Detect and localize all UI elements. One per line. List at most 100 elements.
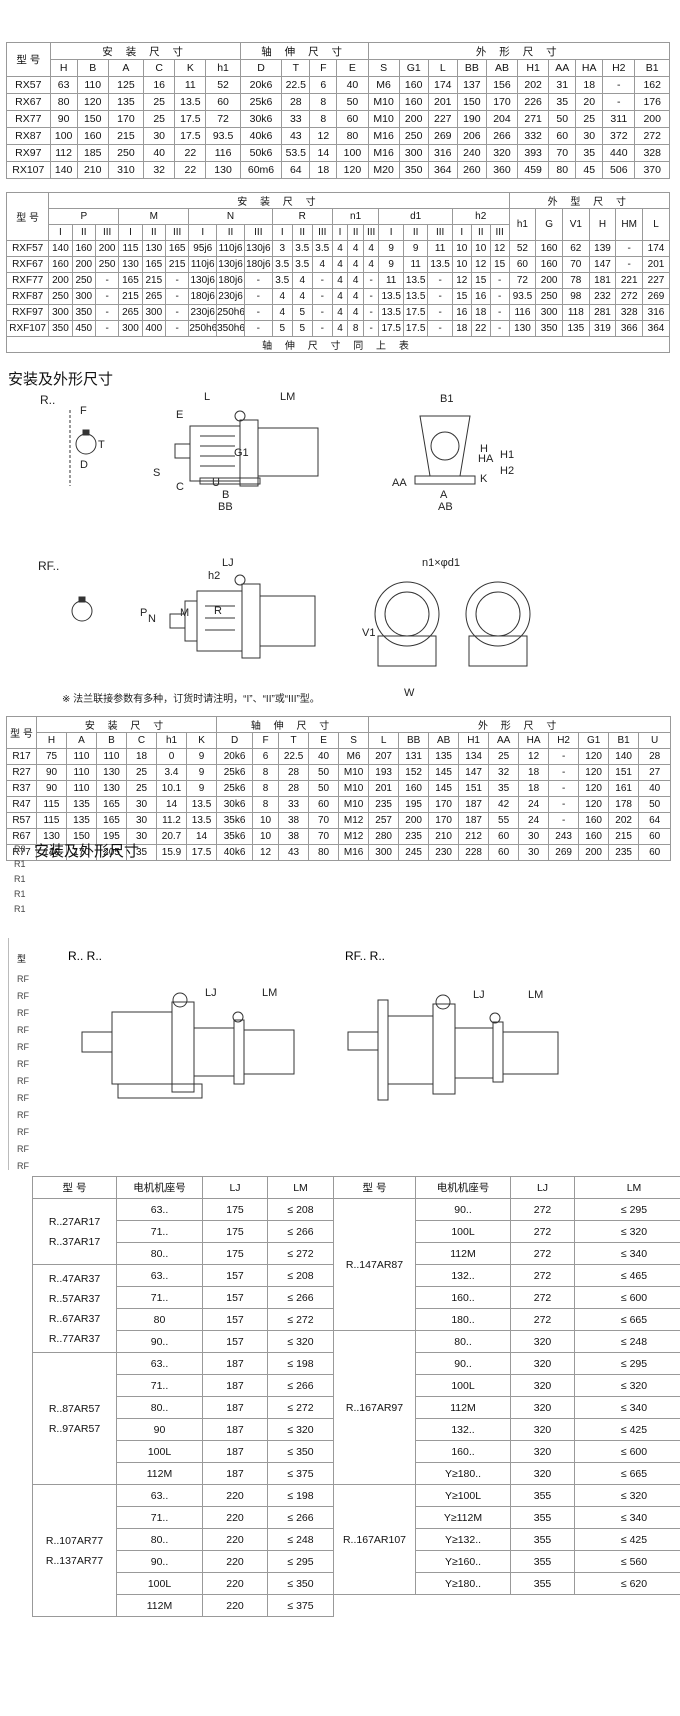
table-cell: ≤ 350	[267, 1572, 334, 1595]
table-cell: -	[427, 272, 453, 289]
table-cell: 269	[427, 127, 458, 145]
ghost-row: R1	[14, 889, 26, 899]
table-cell: 64	[281, 161, 311, 179]
table-cell: 115	[118, 240, 143, 257]
table-cell: 140	[36, 844, 67, 861]
table-cell: 272	[510, 1308, 575, 1331]
table-cell: 300	[118, 320, 143, 337]
table-cell: 132..	[415, 1418, 511, 1441]
table-cell: 50k6	[239, 144, 283, 162]
table-cell: 80..	[116, 1242, 203, 1265]
table-cell: 235	[368, 796, 400, 813]
table-cell: 35k6	[216, 812, 254, 829]
table-cell: 120	[578, 780, 610, 797]
table-cell: 25	[126, 764, 157, 781]
table-cell: -	[243, 272, 273, 289]
table-cell: 110	[66, 780, 97, 797]
table-cell: 90..	[116, 1550, 203, 1573]
r-gear-side-view	[174, 410, 319, 487]
table-cell: 165	[96, 796, 127, 813]
table-cell: 80	[308, 844, 340, 861]
table-cell: 120	[336, 161, 369, 179]
column-header: 电机机座号	[415, 1176, 511, 1199]
table-row: 90..220≤ 295	[33, 1550, 334, 1573]
table-cell: 135	[561, 320, 590, 337]
table-cell: 38	[278, 812, 310, 829]
table-cell: 131	[398, 748, 430, 765]
table-cell: 370	[634, 161, 670, 179]
table-cell: 100L	[116, 1572, 203, 1595]
table-cell: 28	[278, 780, 310, 797]
table-cell: 60	[488, 844, 520, 861]
table-cell: 235	[398, 828, 430, 845]
table-cell: 14	[309, 144, 338, 162]
table-cell: 17.5	[185, 844, 218, 861]
table-cell: 355	[510, 1550, 575, 1573]
table-cell: ≤ 272	[267, 1396, 334, 1419]
table-cell: 70	[308, 828, 340, 845]
table-cell: 174	[427, 76, 458, 94]
column-header: G1	[398, 59, 429, 77]
table-cell: 310	[107, 161, 145, 179]
header-model: 型 号	[5, 192, 50, 241]
column-header: H1	[517, 59, 550, 77]
table-cell: -	[94, 272, 120, 289]
table-cell: 4	[271, 288, 293, 305]
table-cell: 360	[485, 161, 519, 179]
dimension-label: H2	[500, 465, 514, 477]
table-cell: 250	[535, 288, 563, 305]
table-cell: 230j6	[216, 288, 245, 305]
header-model: 型 号	[6, 716, 37, 749]
table-cell: 265	[141, 288, 166, 305]
table-cell: 12	[252, 844, 280, 861]
column-header: D	[239, 59, 283, 77]
table-cell: 220	[202, 1506, 268, 1529]
table-cell: 112M	[116, 1594, 203, 1617]
roman-header: II	[470, 224, 491, 241]
table-cell: RXF57	[5, 240, 50, 257]
table-cell: 13.5	[185, 796, 218, 813]
table-cell: 4	[331, 320, 349, 337]
table-cell: 3.5	[271, 256, 293, 273]
table-cell: 250	[48, 288, 73, 305]
dimension-label: R	[214, 605, 222, 617]
table-cell: 181	[588, 272, 617, 289]
table-cell: 18	[518, 764, 550, 781]
table-cell: 110	[66, 764, 97, 781]
table-cell: 33	[278, 796, 310, 813]
table-row: 80..175≤ 272	[33, 1242, 334, 1265]
header-outline: 外 型 尺 寸	[508, 192, 671, 209]
table-cell: 115	[36, 812, 67, 829]
table-cell: -	[427, 304, 453, 321]
table-cell: 33	[281, 110, 311, 128]
roman-header: III	[94, 224, 120, 241]
column-header: K	[174, 59, 207, 77]
column-header: AA	[548, 59, 577, 77]
table-cell: -	[311, 320, 333, 337]
dimension-label: LM	[262, 987, 277, 999]
table-cell: -	[548, 780, 580, 797]
column-header: L	[368, 732, 400, 749]
table-cell: 70	[561, 256, 590, 273]
table-cell: 355	[510, 1506, 575, 1529]
dimension-label: LJ	[222, 557, 234, 569]
column-header: LJ	[510, 1176, 575, 1199]
table-cell: 64	[638, 812, 672, 829]
table-cell: 98	[561, 288, 590, 305]
column-header: H	[49, 59, 78, 77]
rf-r-gear-drawing	[347, 994, 559, 1101]
table-cell: ≤ 560	[574, 1550, 680, 1573]
table-cell: 43	[278, 844, 310, 861]
table-cell: -	[94, 320, 120, 337]
model-name: R..147AR87	[345, 1258, 404, 1271]
column-header: HA	[518, 732, 550, 749]
table-cell: 4	[331, 240, 349, 257]
model-name: R..137AR77	[45, 1554, 104, 1567]
table-cell: -	[548, 764, 580, 781]
table-cell: 112M	[415, 1242, 511, 1265]
column-header: BB	[456, 59, 487, 77]
table-cell: 9	[185, 764, 218, 781]
table-cell: 272	[510, 1220, 575, 1243]
